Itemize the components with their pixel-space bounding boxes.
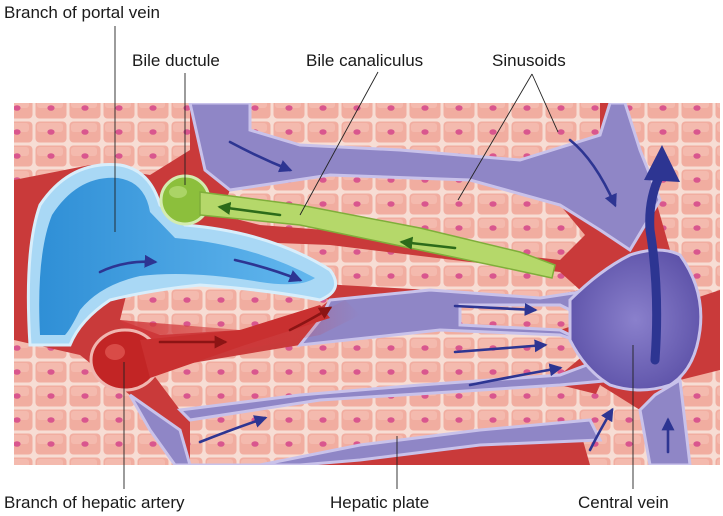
label-hepatic-plate: Hepatic plate — [330, 493, 429, 512]
label-hepatic-artery: Branch of hepatic artery — [4, 493, 185, 512]
label-bile-canaliculus: Bile canaliculus — [306, 51, 423, 70]
label-sinusoids: Sinusoids — [492, 51, 566, 70]
label-central-vein: Central vein — [578, 493, 669, 512]
label-bile-ductule: Bile ductule — [132, 51, 220, 70]
label-portal-vein: Branch of portal vein — [4, 3, 160, 22]
tissue-panel — [14, 103, 720, 465]
